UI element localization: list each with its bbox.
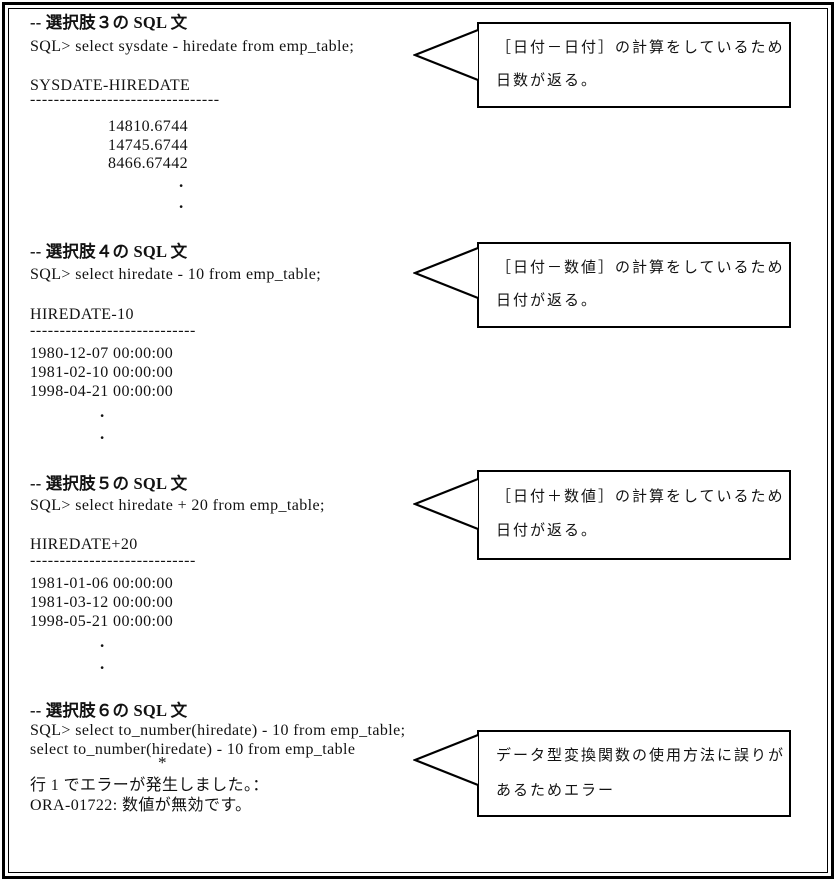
error-marker: * (158, 753, 167, 772)
sql-line: SQL> select sysdate - hiredate from emp_… (30, 38, 355, 55)
result-value: 1998-04-21 00:00:00 (30, 383, 174, 400)
callout-text-line: ［日付－数値］の計算をしているため (496, 260, 785, 276)
page-border-inner (8, 8, 828, 873)
callout-pointer-icon (413, 246, 479, 300)
callout-pointer-icon (413, 28, 479, 82)
continuation-dot: . (179, 193, 184, 212)
continuation-dot: . (100, 632, 105, 651)
column-header: HIREDATE-10 (30, 306, 134, 323)
result-value: 1981-02-10 00:00:00 (30, 364, 174, 381)
column-header: HIREDATE+20 (30, 536, 138, 553)
sql-line: SQL> select hiredate - 10 from emp_table… (30, 266, 322, 283)
callout-pointer-icon (413, 477, 479, 531)
continuation-dot: . (100, 654, 105, 673)
callout-text-line: あるためエラー (496, 783, 616, 799)
callout-text-line: ［日付＋数値］の計算をしているため (496, 489, 785, 505)
result-value: 1981-01-06 00:00:00 (30, 575, 174, 592)
sql-echo-line: select to_number(hiredate) - 10 from emp… (30, 741, 356, 758)
result-value: 1998-05-21 00:00:00 (30, 613, 174, 630)
section-heading: -- 選択肢５の SQL 文 (30, 474, 188, 493)
callout-text-line: 日付が返る。 (496, 293, 599, 309)
callout-box-date-minus-date: ［日付－日付］の計算をしているため 日数が返る。 (477, 22, 791, 108)
result-value: 8466.67442 (108, 155, 188, 172)
callout-box-date-minus-number: ［日付－数値］の計算をしているため 日付が返る。 (477, 242, 791, 328)
column-header: SYSDATE-HIREDATE (30, 77, 191, 94)
section-heading: -- 選択肢３の SQL 文 (30, 13, 188, 32)
column-separator: ---------------------------- (30, 322, 196, 339)
result-value: 1981-03-12 00:00:00 (30, 594, 174, 611)
sql-line: SQL> select hiredate + 20 from emp_table… (30, 497, 325, 514)
callout-text-line: 日数が返る。 (496, 73, 599, 89)
column-separator: -------------------------------- (30, 91, 220, 108)
callout-pointer-icon (413, 733, 479, 787)
continuation-dot: . (179, 172, 184, 191)
callout-text-line: ［日付－日付］の計算をしているため (496, 40, 785, 56)
error-line: ORA-01722: 数値が無効です。 (30, 797, 252, 814)
result-value: 1980-12-07 00:00:00 (30, 345, 174, 362)
callout-text-line: 日付が返る。 (496, 523, 599, 539)
callout-text-line: データ型変換関数の使用方法に誤りが (496, 748, 786, 764)
continuation-dot: . (100, 402, 105, 421)
error-line: 行 1 でエラーが発生しました。： (30, 777, 269, 794)
result-value: 14810.6744 (108, 118, 188, 135)
column-separator: ---------------------------- (30, 552, 196, 569)
section-heading: -- 選択肢４の SQL 文 (30, 242, 188, 261)
section-heading: -- 選択肢６の SQL 文 (30, 701, 188, 720)
sql-line: SQL> select to_number(hiredate) - 10 fro… (30, 722, 406, 739)
result-value: 14745.6744 (108, 137, 188, 154)
callout-box-conversion-error: データ型変換関数の使用方法に誤りが あるためエラー (477, 730, 791, 817)
callout-box-date-plus-number: ［日付＋数値］の計算をしているため 日付が返る。 (477, 470, 791, 560)
continuation-dot: . (100, 424, 105, 443)
